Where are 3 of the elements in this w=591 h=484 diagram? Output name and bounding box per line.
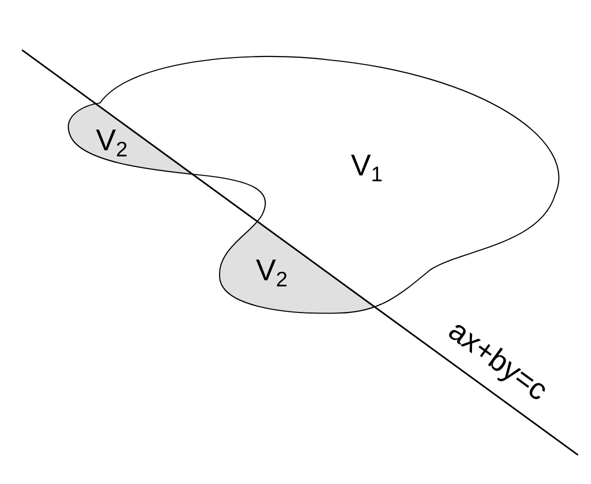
region-label: V$_{1}$ — [351, 154, 382, 182]
region-label: V$_{2}$ — [96, 130, 127, 156]
region-label: V$_{2}$ — [256, 260, 287, 286]
